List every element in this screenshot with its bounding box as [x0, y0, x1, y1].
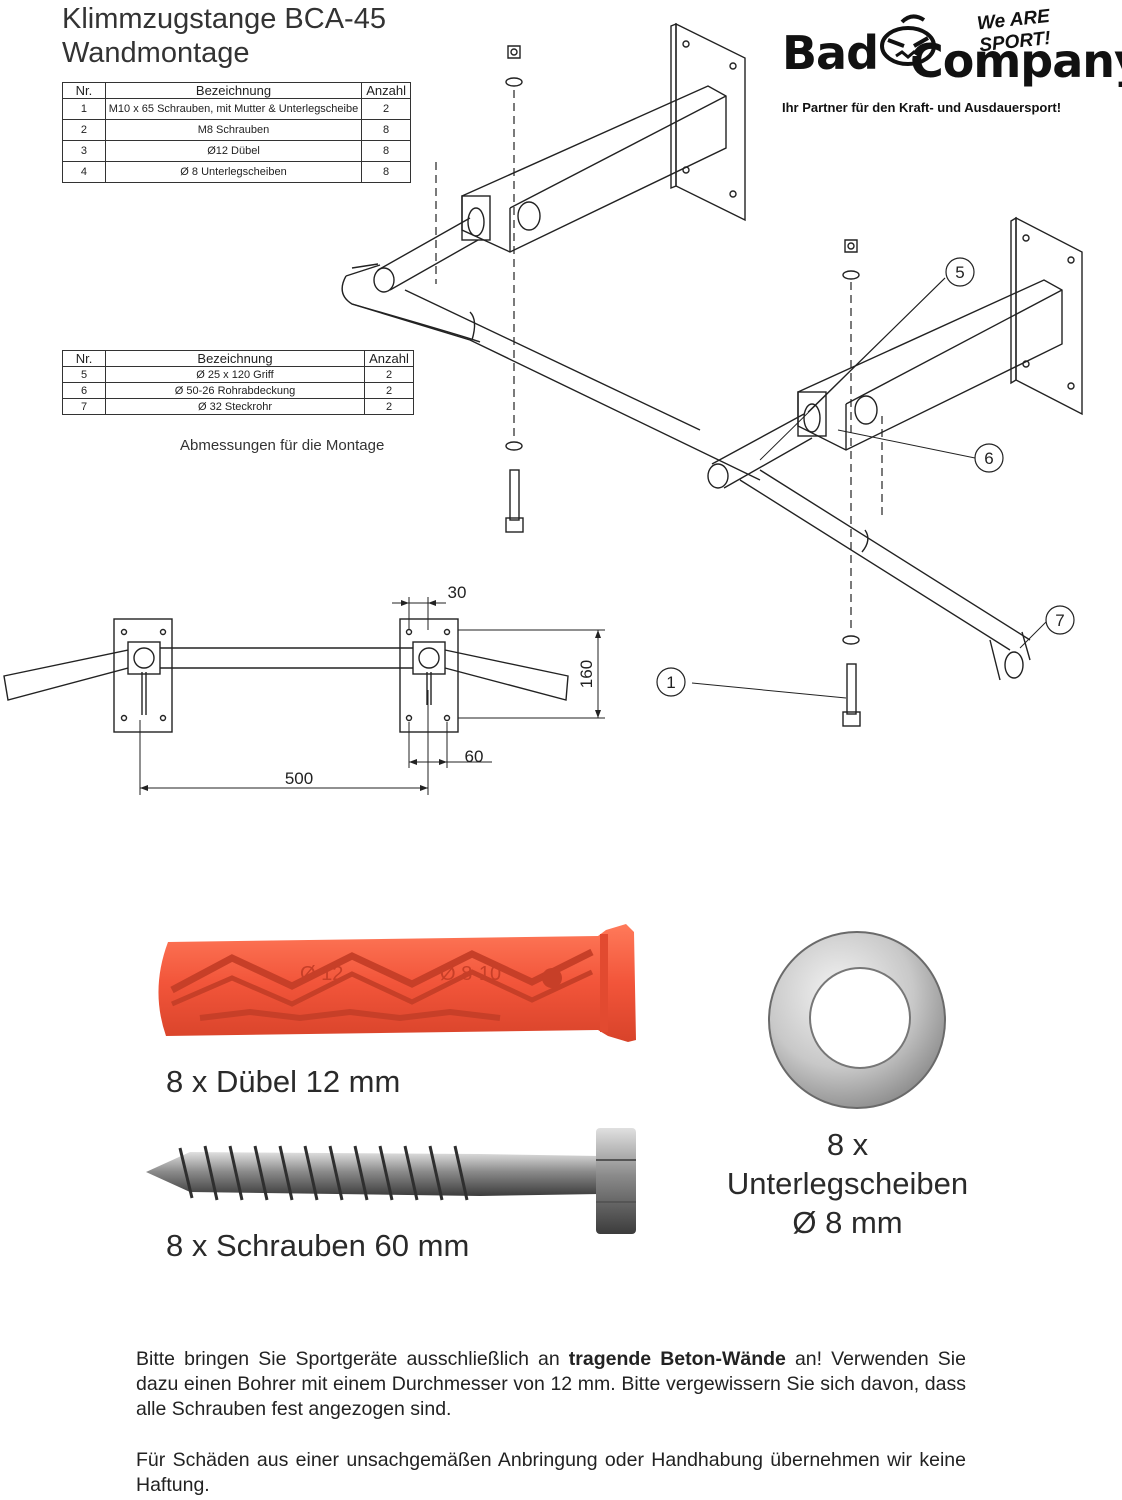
dimension-label-30: 30 — [448, 583, 467, 602]
parts-table-1: Nr. Bezeichnung Anzahl 1 M10 x 65 Schrau… — [62, 82, 411, 183]
notice-emphasis: tragende Beton-Wände — [568, 1348, 786, 1370]
table-cell: M8 Schrauben — [104, 119, 363, 141]
callout-5 — [945, 257, 975, 287]
table-cell: 8 — [361, 161, 411, 183]
bolt-lower — [842, 635, 861, 727]
nut-lower — [842, 239, 860, 280]
title-line-2: Wandmontage — [62, 37, 250, 69]
callout-6 — [974, 443, 1004, 473]
washer-label-line-2: Unterlegscheiben — [726, 1166, 969, 1201]
callout-label: 5 — [955, 263, 964, 282]
table-header: Bezeichnung — [104, 82, 363, 99]
dimension-label-500: 500 — [285, 769, 313, 788]
document-title: Klimmzugstange BCA-45 Wandmontage — [62, 2, 386, 70]
brand-logo: Bad Company We ARE SPORT! Ihr Partner fü… — [782, 4, 1122, 115]
dimension-lines — [139, 597, 605, 795]
table-row: 1 M10 x 65 Schrauben, mit Mutter & Unter… — [62, 98, 411, 120]
dowel-print-right: Ø 8-10 — [440, 963, 501, 985]
assembly-axis-lines — [435, 90, 883, 632]
safety-notice-paragraph-1: Bitte bringen Sie Sportgeräte ausschließ… — [136, 1347, 966, 1422]
table-cell: 2 — [364, 398, 414, 415]
dowel-print-left: Ø 12 — [300, 963, 343, 985]
nut-upper — [505, 45, 523, 87]
table-cell: 8 — [361, 140, 411, 162]
notice-text: an! Verwenden Sie dazu einen Bohrer mit … — [136, 1348, 966, 1420]
brand-tagline: Ihr Partner für den Kraft- und Ausdauers… — [782, 100, 1062, 115]
table-cell: Ø 32 Steckrohr — [105, 398, 365, 415]
washer-label-line-3: Ø 8 mm — [792, 1205, 903, 1240]
title-line-1: Klimmzugstange BCA-45 — [62, 3, 386, 35]
wall-plate-upper — [670, 22, 746, 222]
brand-name-right: Company — [910, 34, 1122, 88]
parts-table-2: Nr. Bezeichnung Anzahl 5 Ø 25 x 120 Grif… — [62, 350, 414, 415]
bracket-arm-upper — [461, 85, 727, 253]
callout-7 — [1045, 605, 1075, 635]
table-cell: Ø 8 Unterlegscheiben — [104, 161, 363, 183]
callout-label: 6 — [984, 449, 993, 468]
table-header: Bezeichnung — [105, 350, 365, 367]
front-view-drawing — [3, 618, 569, 733]
table-header-row: Nr. Bezeichnung Anzahl — [62, 82, 411, 99]
dimension-label-60: 60 — [465, 747, 484, 766]
washer-label: 8 x Unterlegscheiben Ø 8 mm — [700, 1125, 995, 1242]
dimension-label-160: 160 — [577, 660, 596, 688]
table-row: 4 Ø 8 Unterlegscheiben 8 — [62, 161, 411, 183]
table-cell: Ø 50-26 Rohrabdeckung — [105, 382, 365, 399]
wall-plate-lower — [1010, 216, 1083, 416]
table-header: Nr. — [62, 350, 106, 367]
table-row: 6 Ø 50-26 Rohrabdeckung 2 — [62, 382, 414, 399]
table-row: 2 M8 Schrauben 8 — [62, 119, 411, 141]
callout-label: 7 — [1055, 611, 1064, 630]
screw-label: 8 x Schrauben 60 mm — [166, 1228, 470, 1263]
callout-label: 1 — [666, 673, 675, 692]
callout-leaders — [691, 277, 1047, 699]
table-row: 7 Ø 32 Steckrohr 2 — [62, 398, 414, 415]
table-cell: M10 x 65 Schrauben, mit Mutter & Unterle… — [104, 98, 363, 120]
dimensions-caption: Abmessungen für die Montage — [180, 437, 385, 454]
dowel-image — [158, 924, 636, 1042]
callout-1 — [656, 667, 686, 697]
bar-lower — [707, 413, 1031, 681]
screw-image — [146, 1128, 636, 1234]
brand-name-left: Bad — [782, 26, 879, 80]
notice-text: Bitte bringen Sie Sportgeräte ausschließ… — [136, 1348, 569, 1370]
table-cell: 7 — [62, 398, 106, 415]
washer-image — [768, 931, 946, 1109]
assembly-drawing: 5 6 7 1 30 60 500 160 — [3, 22, 1083, 795]
dowel-label: 8 x Dübel 12 mm — [166, 1064, 401, 1099]
table-header-row: Nr. Bezeichnung Anzahl — [62, 350, 414, 367]
bar-upper — [341, 217, 761, 481]
dimension-arrows — [140, 600, 601, 791]
liability-notice-paragraph: Für Schäden aus einer unsachgemäßen Anbr… — [136, 1449, 966, 1496]
washer-label-line-1: 8 x — [826, 1127, 869, 1162]
bolt-upper — [505, 441, 524, 533]
angry-face-icon — [880, 14, 936, 66]
bracket-arm-lower — [797, 279, 1063, 451]
